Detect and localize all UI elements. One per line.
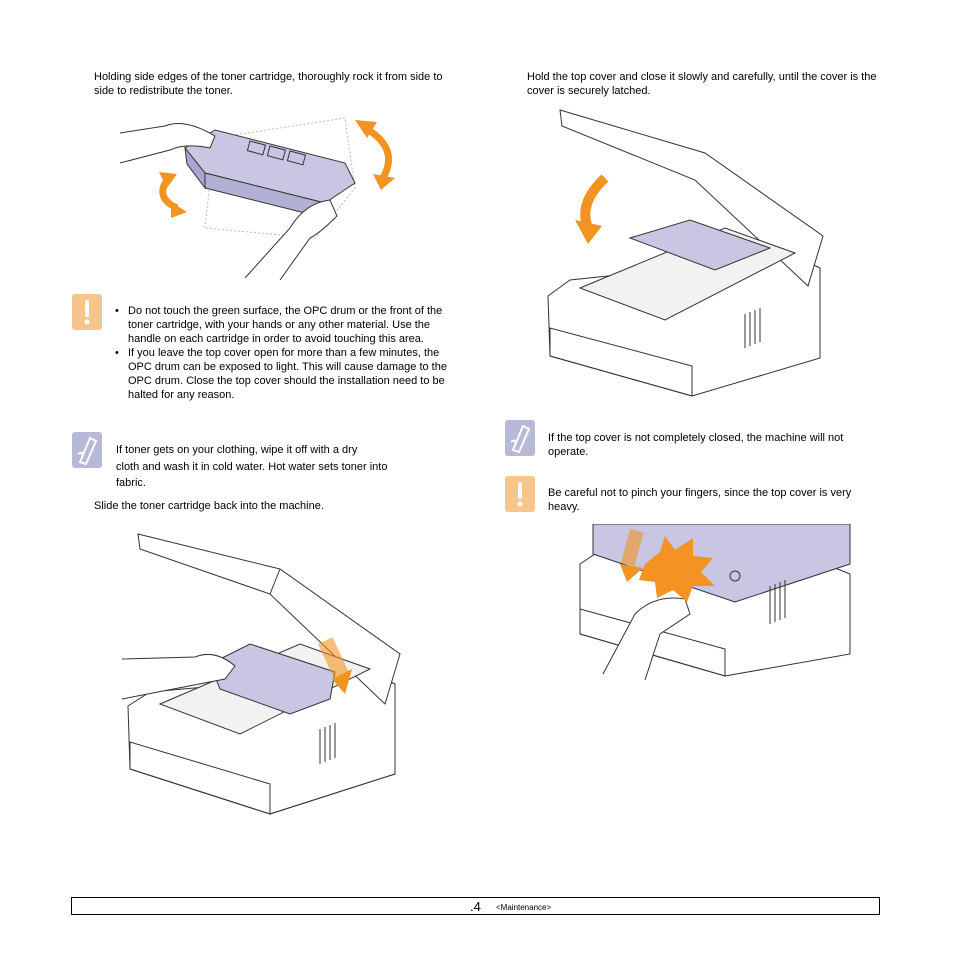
caution-item: Do not touch the green surface, the OPC … [115,304,447,346]
note-pencil-icon [72,432,102,468]
caution-exclamation-icon [72,294,102,330]
rock-arrow-right-icon [355,120,395,190]
close-cover-illustration [547,109,824,397]
pinch-warning-illustration [579,524,851,680]
rock-cartridge-illustration [119,117,395,280]
rock-arrow-left-icon [159,172,187,218]
caution-pinch-text: Be careful not to pinch your fingers, si… [548,487,852,513]
caution-list: Do not touch the green surface, the OPC … [115,304,447,402]
close-arrow-icon [575,174,609,244]
page-number: .4 [470,899,481,914]
step-slide-text: Slide the toner cartridge back into the … [94,500,324,512]
pinch-burst-icon [639,536,715,602]
pinch-arrow-icon [620,529,644,582]
section-name: <Maintenance> [496,903,552,912]
note-line-2: cloth and wash it in cold water. Hot wat… [116,461,388,489]
insert-cartridge-illustration [121,533,401,815]
step-close-text: Hold the top cover and close it slowly a… [527,71,877,97]
note-line-1: If toner gets on your clothing, wipe it … [116,444,358,456]
insert-arrow-icon [318,637,352,694]
toner-cartridge [184,129,356,219]
step-rock-text: Holding side edges of the toner cartridg… [94,71,443,97]
note-cover-text: If the top cover is not completely close… [548,432,844,458]
note-pencil-icon [505,420,535,456]
caution-item: If you leave the top cover open for more… [115,346,447,402]
page-footer: .4 <Maintenance> [71,897,880,915]
caution-exclamation-icon [505,476,535,512]
